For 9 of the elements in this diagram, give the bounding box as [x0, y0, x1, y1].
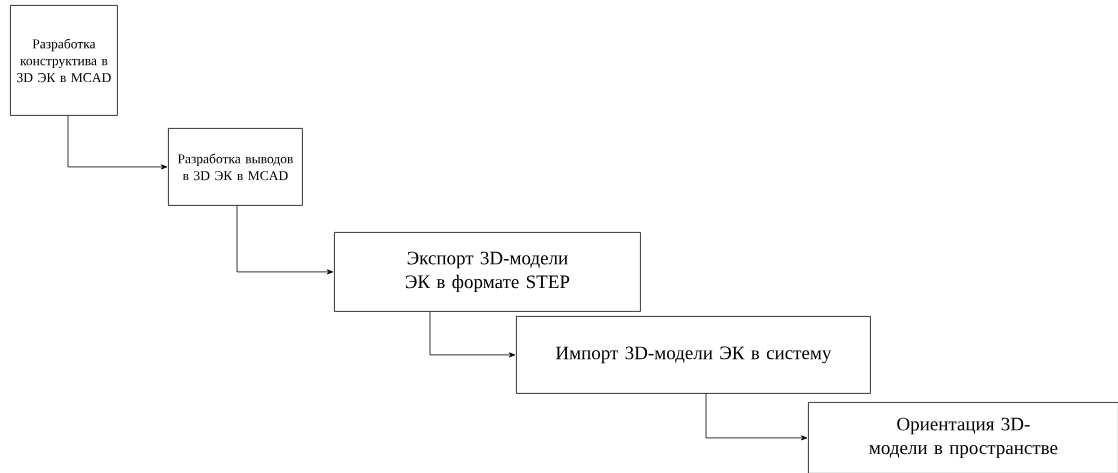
process-box: Импорт 3D-модели ЭК в систему — [516, 316, 871, 394]
arrow — [67, 115, 168, 170]
process-box: Разработка выводов в 3D ЭК в MCAD — [168, 128, 303, 206]
arrow — [236, 205, 334, 275]
arrow — [429, 311, 516, 358]
process-box: Ориентация 3D-модели в пространстве — [808, 402, 1118, 473]
process-box: Экспорт 3D-модели ЭК в формате STEP — [334, 232, 641, 312]
process-box: Разработка конструктива в 3D ЭК в MCAD — [10, 5, 118, 116]
arrow — [705, 393, 808, 441]
